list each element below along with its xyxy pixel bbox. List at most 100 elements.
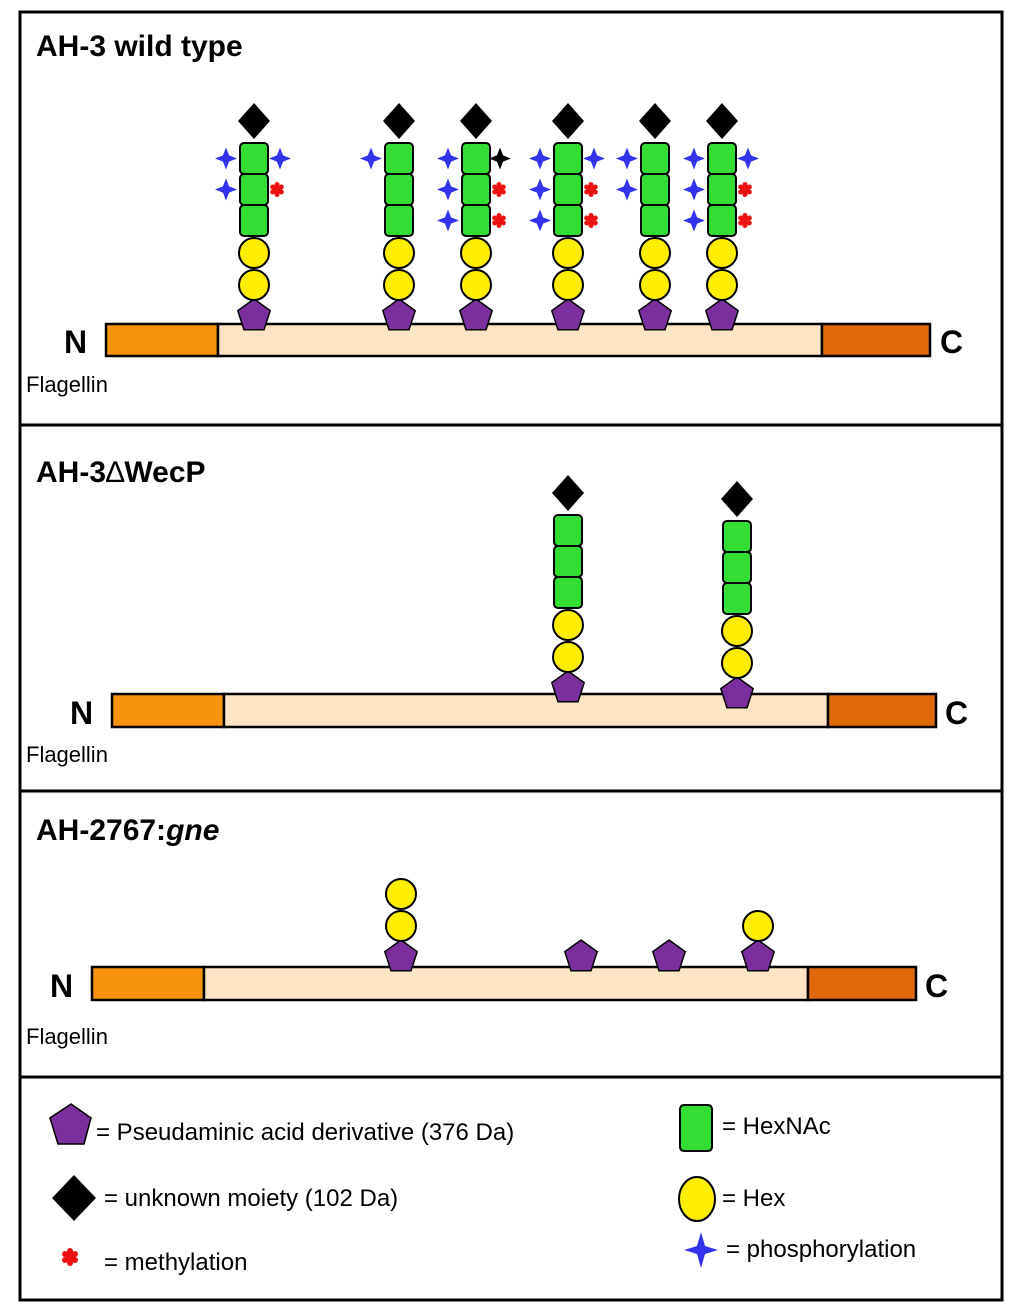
panel-title-prefix: AH-3 [36, 456, 106, 489]
phosphorylation-mark [529, 209, 551, 232]
panel-wecp: AH-3∆WecP N C Flagellin [26, 456, 968, 767]
hexnac-residue [553, 204, 583, 237]
unknown-moiety [383, 103, 415, 139]
hexnac-residue [553, 514, 583, 547]
hex-legend-icon [678, 1176, 716, 1222]
pseudaminic-acid-legend-icon [49, 1103, 92, 1145]
protein-label: Flagellin [26, 1024, 108, 1049]
pseudaminic-acid-residue [704, 298, 740, 331]
c-terminal-domain [806, 965, 918, 1002]
unknown-phospho-mark [489, 147, 511, 170]
hex-residue [552, 237, 584, 269]
panel-title: AH-3 wild type [36, 30, 243, 63]
panel-title: AH-2767:gne [36, 814, 219, 847]
hexnac-residue [640, 142, 670, 175]
phosphorylation-mark [683, 178, 705, 201]
panel-title-delta: ∆ [106, 456, 125, 489]
phosphorylation-mark [737, 147, 759, 170]
hexnac-residue [239, 173, 269, 206]
hex-residue [639, 237, 671, 269]
phosphorylation-mark [360, 147, 382, 170]
pseudaminic-acid-residue [383, 939, 419, 972]
hexnac-residue [553, 545, 583, 578]
unknown-moiety [460, 103, 492, 139]
methylation-mark [584, 213, 598, 228]
unknown-moiety [706, 103, 738, 139]
unknown-moiety [552, 475, 584, 511]
hex-residue [721, 615, 753, 647]
unknown-moiety [552, 103, 584, 139]
hexnac-residue [461, 173, 491, 206]
c-terminal-domain [820, 322, 932, 358]
c-terminus-label: C [945, 695, 968, 731]
phosphorylation-mark [683, 147, 705, 170]
legend-methylation: = methylation [104, 1249, 247, 1276]
hex-residue [383, 237, 415, 269]
c-terminus-label: C [925, 968, 948, 1004]
hexnac-legend-icon [679, 1104, 713, 1152]
phosphorylation-mark [215, 178, 237, 201]
glycan-chain [383, 878, 419, 972]
hexnac-residue [553, 576, 583, 609]
hexnac-residue [707, 142, 737, 175]
hexnac-residue [722, 582, 752, 615]
hexnac-residue [722, 551, 752, 584]
legend: = Pseudaminic acid derivative (376 Da) =… [49, 1103, 916, 1276]
pseudaminic-acid-residue [550, 298, 586, 331]
glycan-chains [383, 878, 776, 972]
hex-residue [721, 647, 753, 679]
glycan-chain [529, 103, 605, 331]
pseudaminic-acid-residue [381, 298, 417, 331]
pseudaminic-acid-residue [651, 939, 687, 972]
pseudaminic-acid-residue [550, 670, 586, 703]
hex-residue [639, 269, 671, 301]
glycan-chains [550, 475, 755, 709]
hexnac-residue [384, 142, 414, 175]
hexnac-residue [239, 142, 269, 175]
methylation-mark [492, 182, 506, 197]
hex-residue [460, 269, 492, 301]
pseudaminic-acid-residue [719, 676, 755, 709]
phosphorylation-legend-icon [684, 1232, 718, 1268]
hexnac-residue [707, 204, 737, 237]
phosphorylation-mark [529, 178, 551, 201]
hex-residue [385, 910, 417, 942]
phosphorylation-mark [616, 178, 638, 201]
glycan-chains [215, 103, 759, 331]
hexnac-residue [553, 173, 583, 206]
hex-residue [238, 269, 270, 301]
phosphorylation-mark [437, 209, 459, 232]
protein-label: Flagellin [26, 372, 108, 397]
hex-residue [383, 269, 415, 301]
pseudaminic-acid-residue [740, 939, 776, 972]
panel-wild-type: AH-3 wild type N C Flagellin [26, 30, 963, 397]
glycan-chain [437, 103, 511, 331]
pseudaminic-acid-residue [236, 298, 272, 331]
panel-gne: AH-2767:gne N C Flagellin [26, 814, 948, 1049]
glycan-chain [683, 103, 759, 331]
panel-title-gene: gne [165, 814, 219, 847]
hexnac-residue [640, 173, 670, 206]
methylation-mark [270, 182, 284, 197]
panel-title-suffix: WecP [124, 456, 205, 489]
hexnac-residue [707, 173, 737, 206]
hex-residue [706, 237, 738, 269]
hexnac-residue [722, 520, 752, 553]
phosphorylation-mark [269, 147, 291, 170]
methylation-mark [584, 182, 598, 197]
n-terminal-domain [90, 965, 206, 1002]
methylation-mark [492, 213, 506, 228]
hex-residue [552, 269, 584, 301]
phosphorylation-mark [683, 209, 705, 232]
hex-residue [742, 910, 774, 942]
hexnac-residue [384, 173, 414, 206]
n-terminus-label: N [64, 324, 87, 360]
panel-title: AH-3∆WecP [36, 456, 206, 489]
legend-phosphorylation: = phosphorylation [726, 1236, 916, 1263]
hex-residue [460, 237, 492, 269]
phosphorylation-mark [616, 147, 638, 170]
c-terminal-domain [826, 692, 938, 729]
hex-residue [552, 641, 584, 673]
glycan-chain [563, 939, 599, 972]
